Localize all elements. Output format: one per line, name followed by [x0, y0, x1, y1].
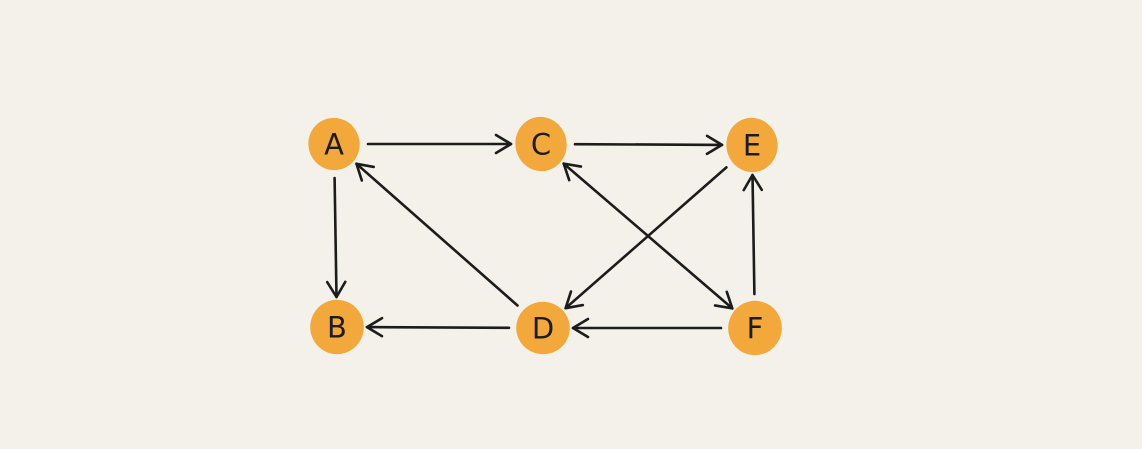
graph-edge-C-F	[562, 162, 734, 310]
graph-node-F: F	[728, 300, 782, 356]
node-circle	[310, 299, 364, 355]
graph-node-C: C	[515, 116, 567, 172]
graph-edge-D-A	[355, 162, 519, 307]
node-label: A	[324, 127, 344, 161]
node-label: C	[531, 127, 551, 161]
graph-node-A: A	[308, 117, 360, 171]
node-label: F	[747, 311, 764, 345]
node-label: D	[532, 311, 554, 345]
graph-node-B: B	[310, 299, 364, 355]
graph-node-D: D	[516, 301, 570, 355]
node-circle	[515, 116, 567, 172]
graph-edge-F-E	[742, 173, 764, 296]
node-circle	[726, 117, 778, 173]
graph-edge-D-B	[365, 316, 511, 338]
graph-edge-E-D	[564, 166, 728, 310]
node-circle	[308, 117, 360, 171]
node-circle	[728, 300, 782, 356]
node-label: B	[327, 310, 347, 344]
node-circle	[516, 301, 570, 355]
node-label: E	[743, 128, 761, 162]
graph-edge-A-B	[325, 176, 347, 299]
graph-node-E: E	[726, 117, 778, 173]
graph-edge-C-E	[573, 134, 724, 156]
